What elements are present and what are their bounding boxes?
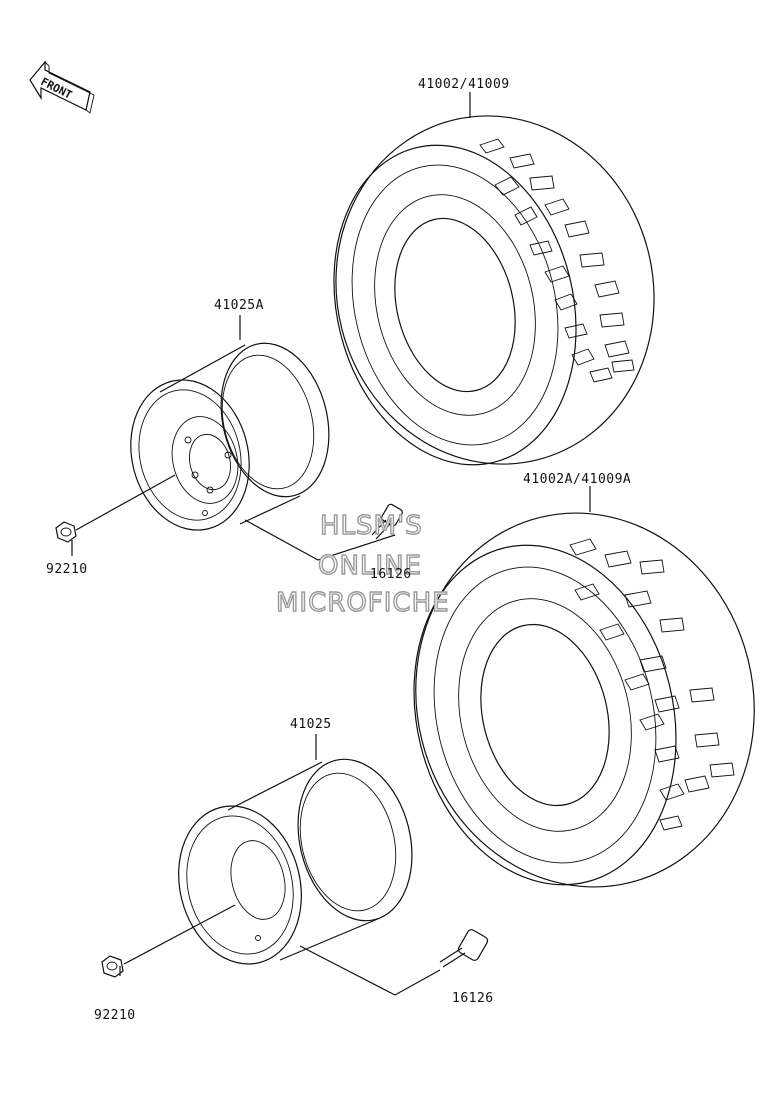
watermark-line-1: HLSM'S — [320, 511, 423, 541]
nut-upper-icon — [55, 521, 77, 543]
valve-upper-icon — [371, 503, 403, 540]
watermark: HLSM'S ONLINE MICROFICHE — [275, 510, 450, 618]
tire-lower-drawing — [413, 512, 755, 888]
valve-lower-icon — [439, 929, 489, 968]
leader-lines — [71, 92, 591, 996]
watermark-line-2: ONLINE — [318, 551, 422, 581]
part-label-valve-upper: 16126 — [370, 567, 412, 582]
nut-lower-icon — [101, 955, 124, 978]
tire-upper-drawing — [333, 115, 655, 466]
wheel-upper-drawing — [130, 342, 330, 531]
front-arrow-label: FRONT — [39, 75, 75, 102]
part-label-valve-lower: 16126 — [452, 991, 494, 1006]
part-label-wheel-lower: 41025 — [290, 717, 332, 732]
front-arrow-icon: FRONT — [29, 60, 95, 114]
part-label-nut-lower: 92210 — [94, 1008, 136, 1023]
part-label-wheel-upper: 41025A — [214, 298, 264, 313]
watermark-line-3: MICROFICHE — [276, 588, 450, 618]
part-label-tire-upper: 41002/41009 — [418, 77, 510, 92]
wheel-lower-drawing — [178, 758, 413, 965]
part-label-nut-upper: 92210 — [46, 562, 88, 577]
part-label-tire-front: 41002A/41009A — [523, 472, 631, 487]
